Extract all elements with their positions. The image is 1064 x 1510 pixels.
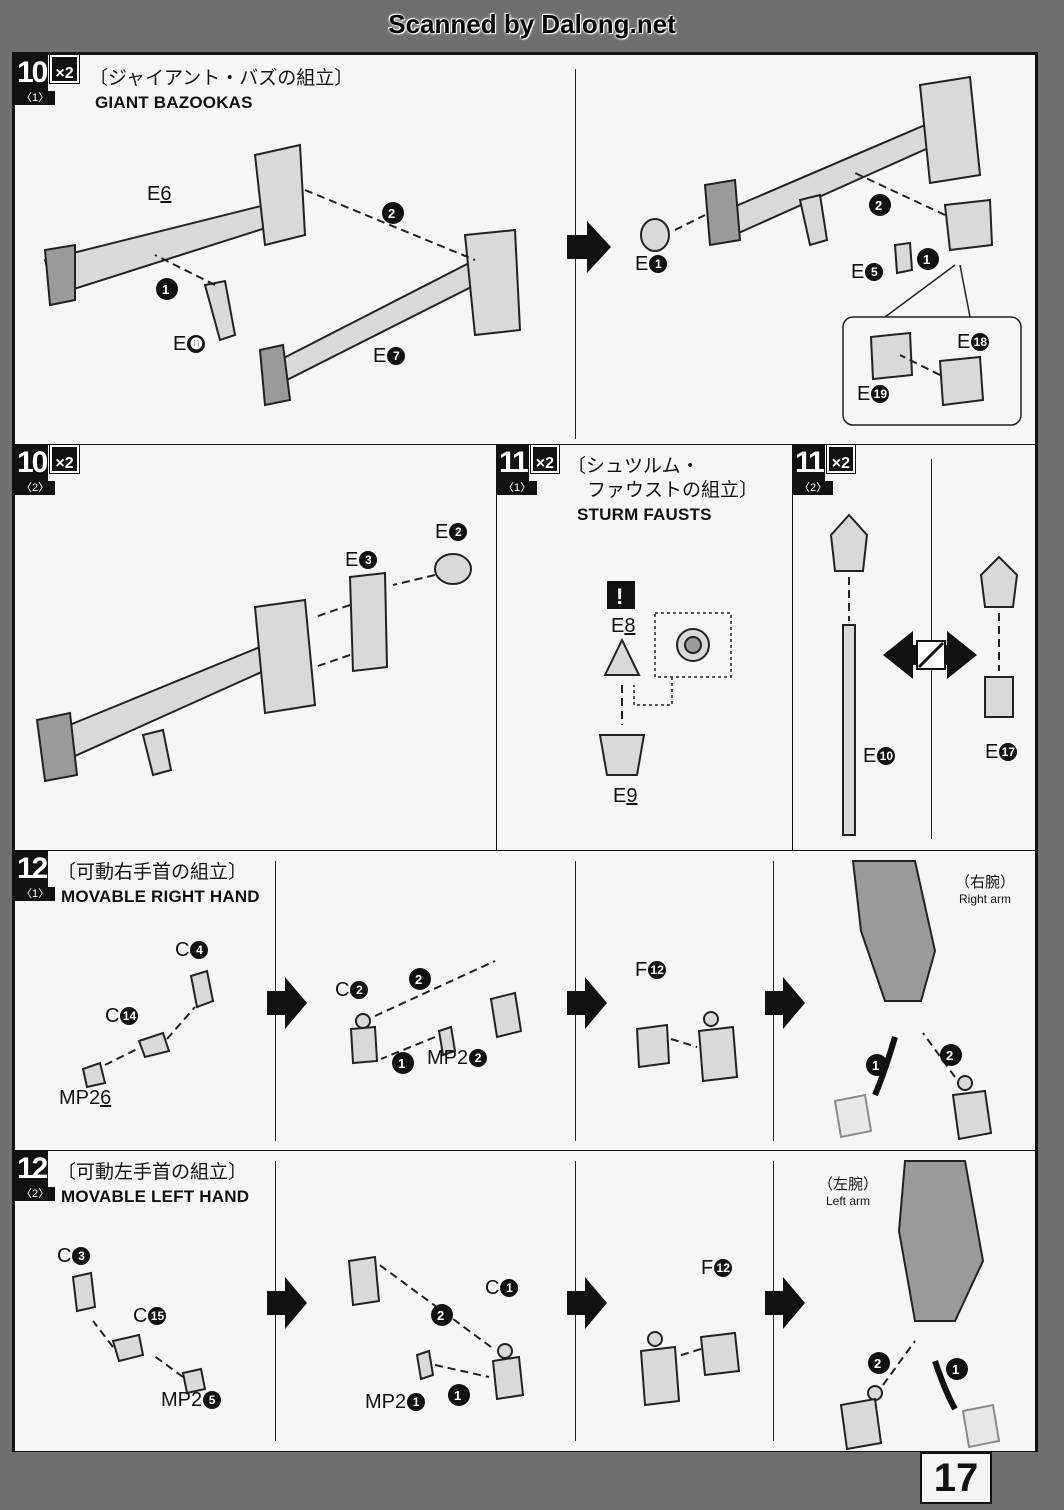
- step-11-1-panel: 11 ×2 〈1〉 〔シュツルム・ ファウストの組立〕 STURM FAUSTS…: [496, 444, 794, 852]
- step-num: 12: [15, 1151, 48, 1187]
- svg-text:2: 2: [946, 1048, 953, 1063]
- step-number: 12: [15, 1151, 48, 1187]
- left-arm-label: （左腕） Left arm: [817, 1175, 878, 1208]
- step-arrow-icon: [267, 977, 307, 1029]
- step-number: 10 ×2: [15, 55, 80, 91]
- svg-text:1: 1: [872, 1058, 879, 1073]
- step-number: 10 ×2: [15, 445, 80, 481]
- step-arrow-icon: [765, 1277, 805, 1329]
- step-num: 11: [793, 445, 825, 481]
- page-number: 17: [920, 1452, 992, 1504]
- title-jp-line1: 〔シュツルム・: [567, 455, 700, 477]
- sturm-faust-drawing: !: [598, 581, 732, 776]
- svg-text:2: 2: [874, 1356, 881, 1371]
- step-num: 12: [15, 851, 48, 887]
- title-en: STURM FAUSTS: [577, 505, 712, 524]
- part-label-e6: E6: [147, 183, 172, 205]
- svg-text:1: 1: [398, 1056, 405, 1071]
- step-12-1-panel: 12 〈1〉 〔可動右手首の組立〕 MOVABLE RIGHT HAND 2 1: [14, 850, 1036, 1152]
- step-arrow-icon: [567, 1277, 607, 1329]
- sturm-faust-variant-drawing: [829, 513, 1019, 836]
- svg-text:2: 2: [437, 1308, 444, 1323]
- title-jp: 〔可動左手首の組立〕: [57, 1161, 248, 1183]
- step-num: 10: [15, 445, 48, 481]
- bazooka-step-2-drawing: [35, 553, 472, 783]
- right-arm-label: （右腕） Right arm: [954, 873, 1015, 906]
- multiplier-badge: ×2: [825, 445, 856, 474]
- step-10-1-panel: 10 ×2 〈1〉 〔ジャイアント・バズの組立〕 GIANT BAZOOKAS …: [14, 54, 1036, 446]
- svg-text:1: 1: [162, 282, 169, 297]
- substep-label: 〈2〉: [15, 481, 56, 495]
- title-en: GIANT BAZOOKAS: [95, 93, 253, 112]
- step-arrow-icon: [567, 977, 607, 1029]
- svg-text:!: !: [616, 584, 623, 609]
- multiplier-badge: ×2: [529, 445, 560, 474]
- part-label-e9: E9: [613, 785, 638, 807]
- substep-label: 〈1〉: [497, 481, 538, 495]
- multiplier-badge: ×2: [49, 445, 80, 474]
- step-arrow-icon: [765, 977, 805, 1029]
- svg-text:2: 2: [875, 198, 882, 213]
- step-number: 11 ×2: [497, 445, 560, 481]
- multiplier-badge: ×2: [49, 55, 80, 84]
- step-arrow-icon: [267, 1277, 307, 1329]
- step-12-2-panel: 12 〈2〉 〔可動左手首の組立〕 MOVABLE LEFT HAND 2 1: [14, 1150, 1036, 1452]
- substep-label: 〈1〉: [15, 887, 56, 901]
- step-num: 10: [15, 55, 48, 91]
- svg-text:2: 2: [415, 972, 422, 987]
- title-jp-line2: ファウストの組立〕: [587, 479, 759, 501]
- caution-icon: [607, 581, 635, 609]
- svg-text:1: 1: [952, 1362, 959, 1377]
- title-jp: 〔ジャイアント・バズの組立〕: [89, 67, 354, 89]
- scan-watermark: Scanned by Dalong.net: [388, 8, 676, 39]
- title-jp: 〔可動右手首の組立〕: [57, 861, 248, 883]
- step-number: 11 ×2: [793, 445, 856, 481]
- title-en: MOVABLE RIGHT HAND: [61, 887, 260, 906]
- step-number: 12: [15, 851, 48, 887]
- step-num: 11: [497, 445, 529, 481]
- step-arrow-icon: [567, 221, 611, 273]
- substep-label: 〈2〉: [793, 481, 834, 495]
- svg-text:1: 1: [923, 252, 930, 267]
- part-label-e8: E8: [611, 615, 636, 637]
- substep-label: 〈2〉: [15, 1187, 56, 1201]
- instruction-page: 10 ×2 〈1〉 〔ジャイアント・バズの組立〕 GIANT BAZOOKAS …: [12, 52, 1038, 1452]
- title-en: MOVABLE LEFT HAND: [61, 1187, 250, 1206]
- right-hand-drawing: 2 1 1 2: [81, 860, 993, 1141]
- svg-text:1: 1: [454, 1388, 461, 1403]
- left-hand-drawing: 2 1 2 1: [71, 1160, 1001, 1451]
- bazooka-assembly-drawing: 2 1 2 1: [43, 75, 1022, 426]
- substep-label: 〈1〉: [15, 91, 56, 105]
- part-label-mp2-6: MP26: [59, 1087, 112, 1109]
- svg-text:2: 2: [388, 206, 395, 221]
